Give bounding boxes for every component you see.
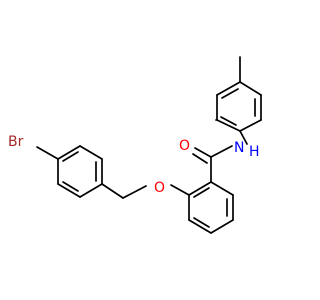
molecule-structure: Br O O N H bbox=[8, 56, 262, 234]
nitrogen-label: N bbox=[234, 140, 244, 156]
amide-oxygen-label: O bbox=[179, 138, 190, 154]
bromine-label: Br bbox=[8, 134, 24, 150]
bromophenyl-ring bbox=[57, 145, 103, 198]
amide-group bbox=[192, 119, 233, 183]
benzamide-ring bbox=[188, 181, 234, 234]
ether-oxygen-label: O bbox=[154, 180, 165, 196]
c-br-bond bbox=[36, 146, 59, 160]
nitrogen-phenyl-bond bbox=[239, 130, 248, 145]
hydrogen-label: H bbox=[249, 144, 260, 160]
ether-linkage bbox=[101, 183, 190, 199]
n-phenyl-ring bbox=[216, 56, 262, 132]
